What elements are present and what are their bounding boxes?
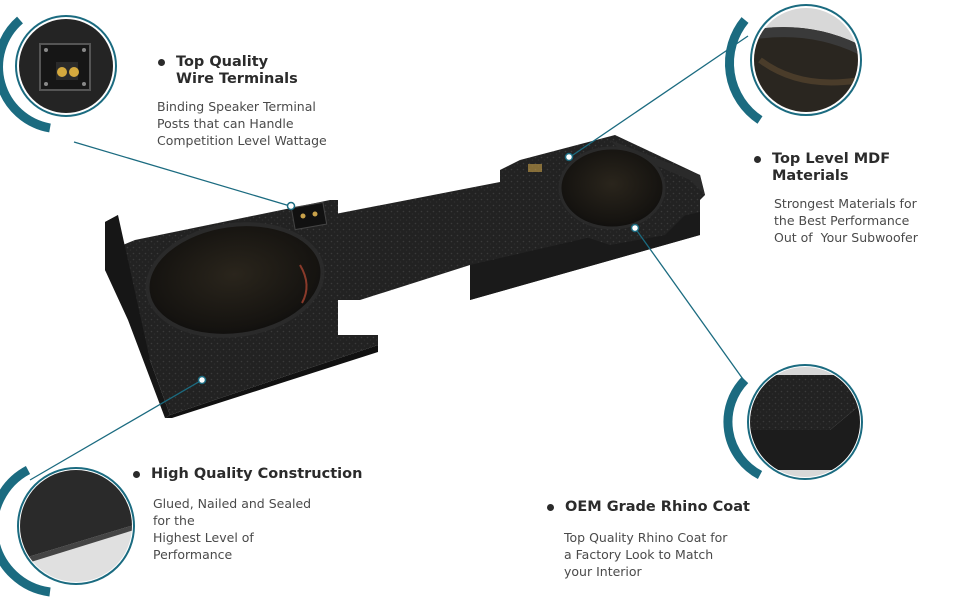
feature-desc-line: Competition Level Wattage [157, 133, 327, 148]
feature-mdf-materials: Top Level MDF Materials Strongest Materi… [754, 151, 970, 246]
construction-closeup-icon [0, 466, 135, 597]
feature-desc-line: Top Quality Rhino Coat for [564, 530, 728, 545]
callout-lines [29, 35, 749, 481]
feature-desc-line: Glued, Nailed and Sealed [153, 496, 312, 511]
feature-title-line: High Quality Construction [151, 466, 363, 482]
feature-desc-line: Strongest Materials for [774, 196, 917, 211]
feature-construction: High Quality Construction Glued, Nailed … [133, 466, 363, 563]
feature-desc-line: the Best Performance [774, 213, 910, 228]
feature-title-line: Top Level MDF Materials [772, 151, 891, 184]
feature-title: Top Quality Wire Terminals [158, 54, 327, 88]
feature-description: Strongest Materials for the Best Perform… [774, 195, 970, 246]
feature-desc-line: Binding Speaker Terminal [157, 99, 316, 114]
feature-rhino-coat: OEM Grade Rhino Coat Top Quality Rhino C… [547, 499, 750, 580]
bullet-dot-icon [754, 156, 761, 163]
subwoofer-enclosure [105, 135, 705, 418]
mdf-closeup-icon [724, 4, 862, 124]
feature-desc-line: Highest Level of [153, 530, 254, 545]
bullet-dot-icon [158, 59, 165, 66]
feature-desc-line: your Interior [564, 564, 642, 579]
rhino-coat-closeup-icon [723, 364, 863, 480]
callout-markers [197, 152, 640, 385]
feature-desc-line: Out of Your Subwoofer [774, 230, 918, 245]
feature-desc-line: a Factory Look to Match [564, 547, 714, 562]
feature-title-line: OEM Grade Rhino Coat [565, 499, 750, 515]
feature-title-line: Top Quality [176, 54, 269, 70]
feature-title: High Quality Construction [133, 466, 363, 483]
feature-description: Binding Speaker Terminal Posts that can … [157, 98, 327, 149]
feature-desc-line: for the [153, 513, 195, 528]
feature-title-line: Wire Terminals [176, 71, 298, 87]
feature-description: Top Quality Rhino Coat for a Factory Loo… [564, 529, 750, 580]
feature-title: OEM Grade Rhino Coat [547, 499, 750, 516]
feature-title: Top Level MDF Materials [754, 151, 970, 185]
wire-terminal-closeup-icon [0, 15, 117, 133]
bullet-dot-icon [133, 471, 140, 478]
feature-wire-terminals: Top Quality Wire Terminals Binding Speak… [157, 54, 327, 149]
feature-desc-line: Posts that can Handle [157, 116, 294, 131]
feature-desc-line: Performance [153, 547, 233, 562]
bullet-dot-icon [547, 504, 554, 511]
feature-description: Glued, Nailed and Sealed for the Highest… [153, 495, 362, 563]
